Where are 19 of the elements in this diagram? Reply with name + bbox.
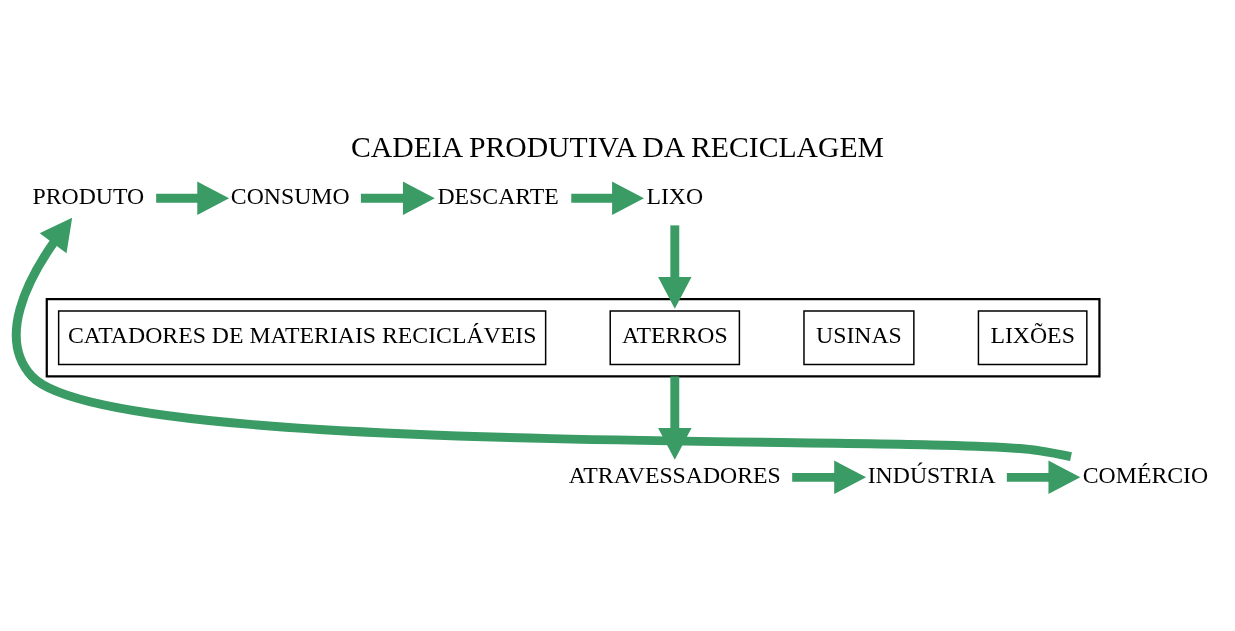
arrow — [658, 225, 692, 309]
node-text: LIXO — [646, 182, 704, 209]
node-text: INDÚSTRIA — [867, 461, 996, 488]
arrow — [792, 460, 867, 495]
node-box: LIXÕES — [977, 310, 1088, 366]
diagram-title: CADEIA PRODUTIVA DA RECICLAGEM — [350, 130, 885, 163]
node-box: ATERROS — [609, 310, 741, 366]
arrow — [571, 181, 644, 215]
node-text: CONSUMO — [230, 182, 350, 209]
node-text: COMÉRCIO — [1082, 461, 1209, 488]
node-text: ATRAVESSADORES — [568, 461, 781, 488]
arrow — [156, 181, 230, 215]
node-box: USINAS — [803, 310, 915, 366]
node-box: CATADORES DE MATERIAIS RECICLÁVEIS — [57, 310, 547, 366]
node-text: PRODUTO — [32, 182, 145, 209]
cluster — [45, 298, 1101, 378]
node-text: DESCARTE — [437, 182, 559, 209]
arrow — [360, 181, 435, 215]
arrow — [1006, 460, 1081, 495]
